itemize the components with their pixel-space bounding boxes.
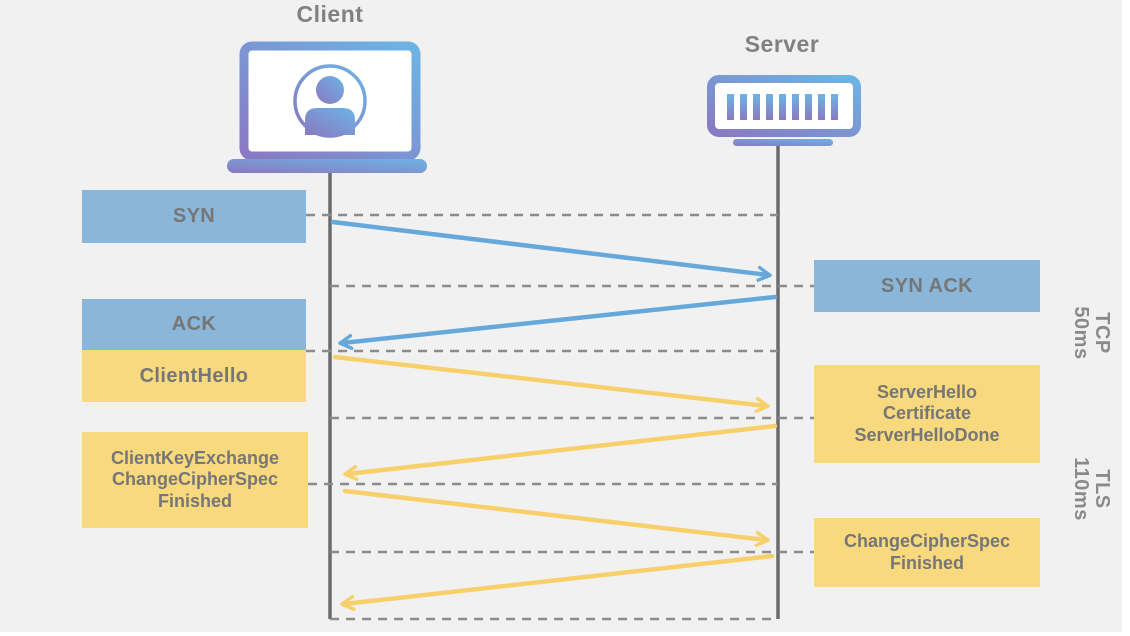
message-box-client-hello: ClientHello xyxy=(82,350,306,402)
message-arrows xyxy=(330,219,778,612)
phase-protocol: TLS xyxy=(1091,469,1113,509)
message-box-client-key-exchange: ClientKeyExchange ChangeCipherSpec Finis… xyxy=(82,432,308,528)
message-label: ACK xyxy=(171,313,217,335)
message-label: Certificate xyxy=(882,403,972,424)
message-box-change-cipher-spec: ChangeCipherSpec Finished xyxy=(814,518,1040,587)
message-label: SYN xyxy=(172,205,216,227)
user-avatar-circle xyxy=(293,64,367,138)
phase-duration: 110ms xyxy=(1070,457,1092,521)
message-box-syn: SYN xyxy=(82,190,306,243)
timing-dashed-lines xyxy=(306,213,814,621)
client-title: Client xyxy=(296,1,364,27)
message-label: Finished xyxy=(889,552,964,573)
message-label: ServerHello xyxy=(876,382,978,403)
server-base xyxy=(733,139,833,146)
syn-arrow xyxy=(330,219,772,282)
syn-ack-arrow xyxy=(338,294,778,351)
message-label: Finished xyxy=(157,490,232,511)
change-cipher-spec-arrow xyxy=(340,553,775,612)
message-box-server-hello: ServerHello Certificate ServerHelloDone xyxy=(814,365,1040,463)
message-label: ClientKeyExchange xyxy=(110,448,280,469)
message-label: ChangeCipherSpec xyxy=(843,531,1011,552)
server-hello-arrow xyxy=(343,423,778,482)
laptop-base xyxy=(227,159,427,173)
message-label: SYN ACK xyxy=(880,274,974,297)
user-head xyxy=(316,76,344,104)
client-key-exchange-arrow xyxy=(342,488,770,547)
client-hello-arrow xyxy=(332,354,770,413)
phase-duration: 50ms xyxy=(1070,306,1092,360)
server-icon xyxy=(707,75,861,146)
message-label: ClientHello xyxy=(139,364,249,387)
phase-label-tls: TLS 110ms xyxy=(1070,457,1113,521)
message-label: ChangeCipherSpec xyxy=(111,469,279,490)
message-box-ack: ACK xyxy=(82,299,306,350)
server-vents xyxy=(727,94,838,120)
phase-protocol: TCP xyxy=(1091,312,1113,354)
server-title: Server xyxy=(744,31,820,57)
message-box-syn-ack: SYN ACK xyxy=(814,260,1040,312)
laptop-user-icon xyxy=(227,41,427,173)
user-shoulders xyxy=(305,108,355,135)
phase-label-tcp: TCP 50ms xyxy=(1070,306,1113,360)
message-label: ServerHelloDone xyxy=(854,424,1000,445)
